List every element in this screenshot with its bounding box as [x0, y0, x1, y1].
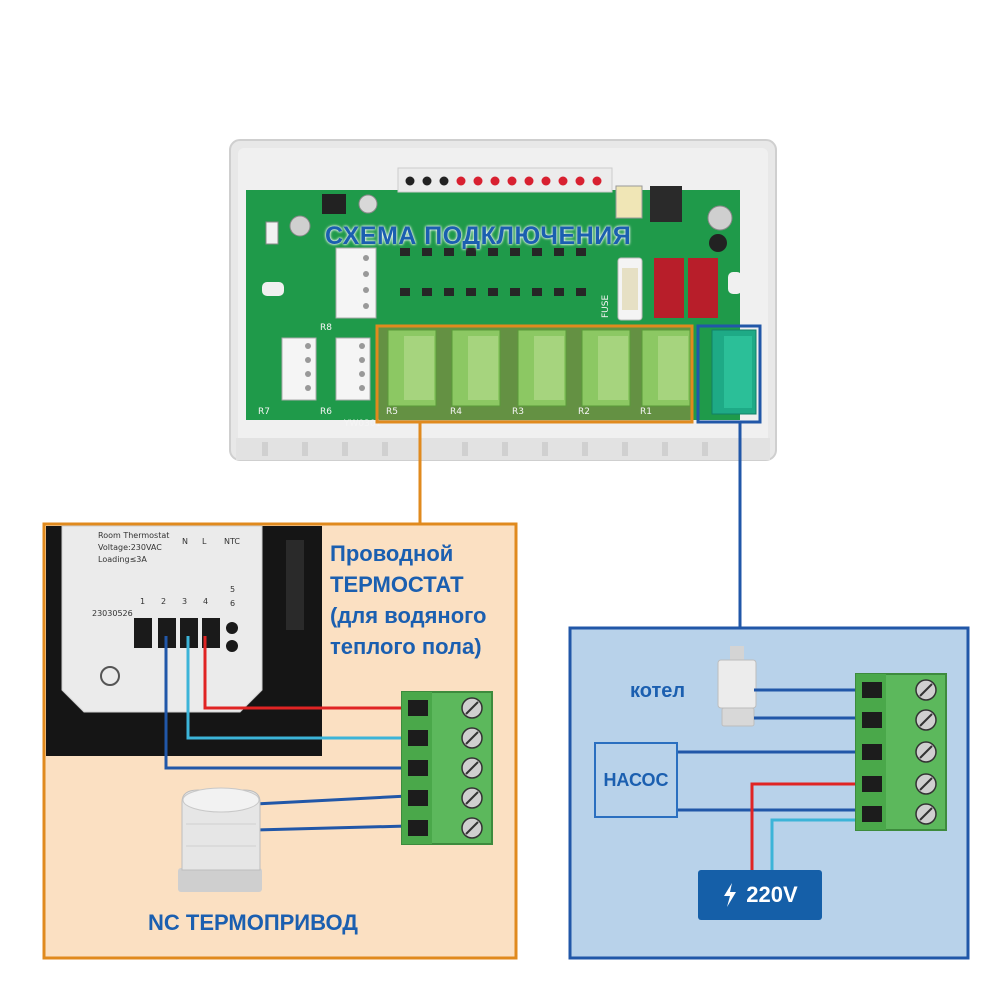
zone-label-r3: R3 [512, 407, 524, 417]
controller-board: FUSE [229, 139, 777, 461]
terminal-mark-l: L [202, 537, 207, 546]
zone-terminal-r4 [451, 329, 501, 407]
power-highlight-frame [696, 324, 762, 424]
zone-terminal-r2 [581, 329, 631, 407]
wire-actuator-2 [254, 824, 409, 832]
thermostat-caption-line4: теплого пола) [330, 634, 482, 659]
device-serial: 23030526 [92, 609, 133, 618]
thermostat-caption-line1: Проводной [330, 541, 454, 566]
zone-label-r4: R4 [450, 407, 462, 417]
terminal-mark-ntc: NTC [224, 537, 240, 546]
boiler-icon [717, 646, 757, 727]
led-strip [405, 176, 602, 186]
pump-box: НАСОС [594, 742, 678, 818]
pump-label: НАСОС [603, 769, 669, 790]
actuator-label: NC ТЕРМОПРИВОД [148, 910, 358, 935]
zone-highlight-frame [375, 324, 694, 424]
diagram-title: СХЕМА ПОДКЛЮЧЕНИЯ [325, 222, 632, 250]
wire-cyan-n [186, 636, 408, 740]
aux-terminal-r7 [281, 337, 317, 401]
fuse-label: FUSE [601, 295, 611, 318]
model-label: YW0301 [343, 419, 381, 429]
thermostat-caption-line2: ТЕРМОСТАТ [330, 572, 464, 597]
thermostat-terminal-slots [134, 618, 238, 652]
terminal-num-3: 3 [182, 597, 187, 606]
zone-terminal-r3 [517, 329, 567, 407]
wire-actuator-1 [254, 794, 409, 806]
r7-label: R7 [258, 407, 270, 417]
wire-blue-signal [164, 636, 408, 770]
wire-red-l [203, 636, 408, 710]
zone-terminals [387, 329, 691, 407]
thermostat-caption: Проводной ТЕРМОСТАТ (для водяного теплог… [330, 538, 486, 662]
lightning-icon [724, 883, 737, 907]
power-badge: 220V [698, 870, 822, 920]
terminal-mark-n: N [182, 537, 188, 546]
terminal-num-1: 1 [140, 597, 145, 606]
actuator-image [178, 787, 262, 892]
power-label: 220V [746, 882, 798, 907]
r8-label: R8 [320, 323, 332, 333]
wire-power-cyan [770, 818, 876, 870]
terminal-num-6: 6 [230, 599, 235, 608]
r6-label: R6 [320, 407, 332, 417]
aux-terminal-r6 [335, 337, 371, 401]
power-green-terminal [855, 673, 947, 831]
zone-label-r2: R2 [578, 407, 590, 417]
thermostat-green-terminal [401, 691, 493, 845]
zone-terminal-r1 [641, 329, 691, 407]
wire-power-red [750, 782, 876, 870]
terminal-num-2: 2 [161, 597, 166, 606]
terminal-num-5: 5 [230, 585, 235, 594]
boiler-label: котел [630, 680, 686, 702]
zone-terminal-r5 [387, 329, 437, 407]
zone-label-r5: R5 [386, 407, 398, 417]
power-terminal [711, 329, 757, 415]
thermostat-panel: Room Thermostat Voltage:230VAC Loading≤3… [42, 522, 518, 960]
zone-label-r1: R1 [640, 407, 652, 417]
device-loading: Loading≤3A [98, 555, 147, 564]
thermostat-caption-line3: (для водяного [330, 603, 487, 628]
device-title: Room Thermostat [98, 531, 169, 540]
device-voltage: Voltage:230VAC [98, 543, 162, 552]
aux-terminal-r8 [335, 247, 377, 319]
terminal-num-4: 4 [203, 597, 208, 606]
